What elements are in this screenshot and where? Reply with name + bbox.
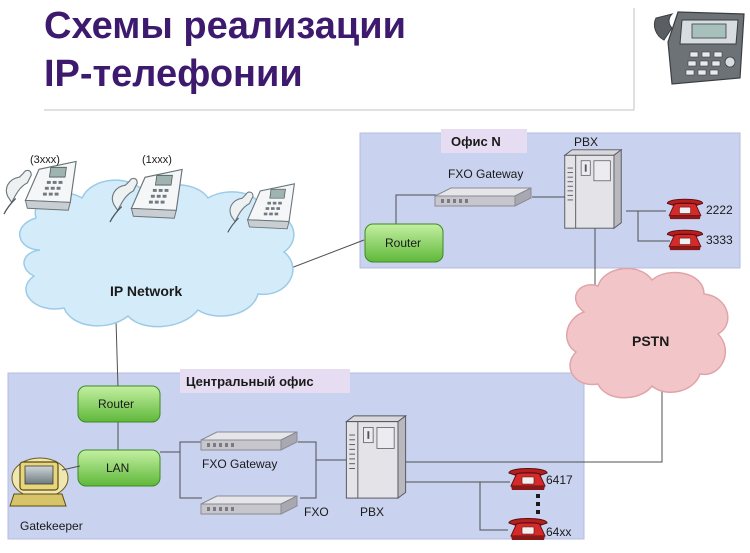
- office-n-pbx-icon: [564, 149, 622, 229]
- extension-6417: 6417: [546, 473, 573, 487]
- header-phone-icon: [653, 11, 745, 85]
- router-icon: [364, 223, 444, 263]
- title-line-2: IP-телефонии: [44, 53, 303, 95]
- desk-phone-3xxx: [3, 160, 77, 215]
- central-fxo-card-icon: [200, 495, 298, 515]
- central-office-label: Центральный офис: [186, 374, 314, 389]
- office-n-router-label: Router: [385, 236, 421, 250]
- red-phone-6417-icon: [508, 468, 548, 491]
- lan-label: LAN: [106, 461, 129, 475]
- page-title: Схемы реализации IP-телефонии: [44, 2, 406, 98]
- office-n-tag: [441, 129, 527, 153]
- extension-3333: 3333: [706, 233, 733, 247]
- pstn-label: PSTN: [632, 333, 669, 349]
- central-router-label: Router: [98, 397, 134, 411]
- central-pbx-label: PBX: [360, 505, 384, 519]
- central-fxo-gateway-icon: [200, 431, 298, 451]
- phone-label-3xxx: (3xxx): [30, 154, 60, 166]
- office-n-fxo-gateway-icon: [434, 187, 532, 207]
- red-phone-3333-icon: [666, 229, 704, 251]
- lan-switch-icon: [77, 449, 161, 487]
- ellipsis-dots: [536, 494, 540, 514]
- phone-label-1xxx: (1xxx): [142, 154, 172, 166]
- central-office-tag: [180, 369, 350, 393]
- office-n-label: Офис N: [451, 134, 501, 149]
- ip-network-label: IP Network: [110, 283, 182, 299]
- ip-network-cloud-icon: [18, 179, 295, 328]
- central-pbx-icon: [345, 415, 407, 499]
- red-phone-2222-icon: [666, 198, 704, 220]
- office-n-gateway-label: FXO Gateway: [448, 167, 523, 181]
- gatekeeper-computer-icon: [9, 457, 81, 507]
- office-n-router: [364, 223, 444, 263]
- extension-2222: 2222: [706, 203, 733, 217]
- fxo-label: FXO: [304, 505, 329, 519]
- office-n-pbx-label: PBX: [574, 135, 598, 149]
- desk-phone-icon: [3, 160, 77, 215]
- red-phone-64xx-icon: [508, 518, 548, 541]
- central-gateway-label: FXO Gateway: [202, 457, 277, 471]
- extension-64xx: 64xx: [546, 525, 571, 539]
- gatekeeper-label: Gatekeeper: [20, 519, 83, 533]
- pstn-cloud-icon: [566, 267, 729, 399]
- central-router-icon: [77, 385, 161, 423]
- title-line-1: Схемы реализации: [44, 5, 406, 47]
